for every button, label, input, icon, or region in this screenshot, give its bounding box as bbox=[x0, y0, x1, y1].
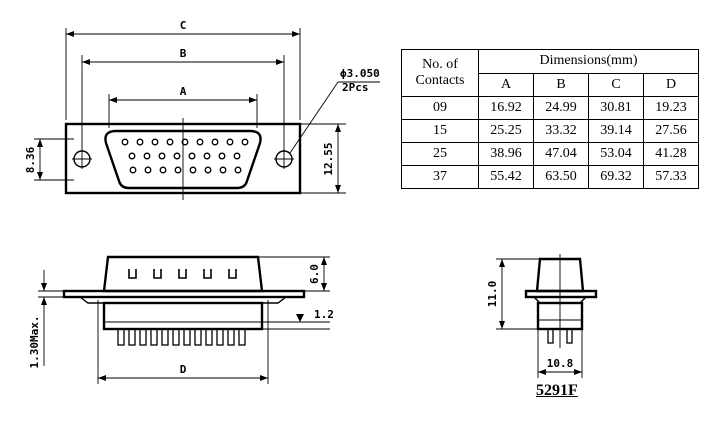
row-value: 41.28 bbox=[643, 142, 699, 166]
header-col-d: D bbox=[643, 72, 699, 97]
end-view: 11.0 10.8 bbox=[486, 254, 598, 378]
row-contacts: 37 bbox=[401, 165, 479, 189]
header-col-b: B bbox=[533, 72, 589, 97]
dim-top-label: 6.0 bbox=[308, 264, 321, 284]
row-value: 47.04 bbox=[533, 142, 589, 166]
dim-pin-label: 1.2 bbox=[314, 308, 334, 321]
dim-height-label: 8.36 bbox=[24, 146, 37, 173]
dim-c-label: C bbox=[180, 19, 187, 32]
row-value: 63.50 bbox=[533, 165, 589, 189]
dim-max-label: 1.30Max. bbox=[28, 316, 41, 369]
table-row: 25 38.96 47.04 53.04 41.28 bbox=[401, 142, 699, 166]
header-col-a: A bbox=[478, 72, 534, 97]
row-contacts: 25 bbox=[401, 142, 479, 166]
row-value: 33.32 bbox=[533, 119, 589, 143]
header-contacts: No. of Contacts bbox=[401, 49, 479, 97]
row-value: 69.32 bbox=[588, 165, 644, 189]
hole-note-line2: 2Pcs bbox=[342, 81, 369, 94]
header-col-c: C bbox=[588, 72, 644, 97]
row-value: 16.92 bbox=[478, 96, 534, 120]
dim-a-label: A bbox=[180, 85, 187, 98]
dim-outer-label: 12.55 bbox=[322, 142, 335, 175]
row-value: 57.33 bbox=[643, 165, 699, 189]
row-value: 25.25 bbox=[478, 119, 534, 143]
row-value: 53.04 bbox=[588, 142, 644, 166]
header-contacts-line1: No. of bbox=[422, 57, 458, 72]
table-row: 37 55.42 63.50 69.32 57.33 bbox=[401, 165, 699, 189]
dimensions-table: No. of Contacts Dimensions(mm) A B C D 0… bbox=[401, 49, 699, 189]
row-value: 55.42 bbox=[478, 165, 534, 189]
end-dim-width-label: 10.8 bbox=[547, 357, 574, 370]
row-value: 39.14 bbox=[588, 119, 644, 143]
dim-d-label: D bbox=[180, 363, 187, 376]
side-view: 6.0 1.2 1.30Max. D bbox=[28, 255, 334, 384]
top-view: C B A bbox=[24, 19, 380, 200]
row-value: 30.81 bbox=[588, 96, 644, 120]
row-value: 19.23 bbox=[643, 96, 699, 120]
table-row: 15 25.25 33.32 39.14 27.56 bbox=[401, 119, 699, 143]
row-value: 38.96 bbox=[478, 142, 534, 166]
row-value: 24.99 bbox=[533, 96, 589, 120]
row-contacts: 15 bbox=[401, 119, 479, 143]
model-number: 5291F bbox=[536, 382, 578, 399]
hole-note-line1: ϕ3.050 bbox=[340, 67, 380, 80]
dim-b-label: B bbox=[180, 47, 187, 60]
header-contacts-line2: Contacts bbox=[415, 73, 465, 88]
end-dim-height-label: 11.0 bbox=[486, 281, 499, 308]
row-contacts: 09 bbox=[401, 96, 479, 120]
header-dimensions: Dimensions(mm) bbox=[478, 49, 699, 74]
table-row: 09 16.92 24.99 30.81 19.23 bbox=[401, 96, 699, 120]
row-value: 27.56 bbox=[643, 119, 699, 143]
